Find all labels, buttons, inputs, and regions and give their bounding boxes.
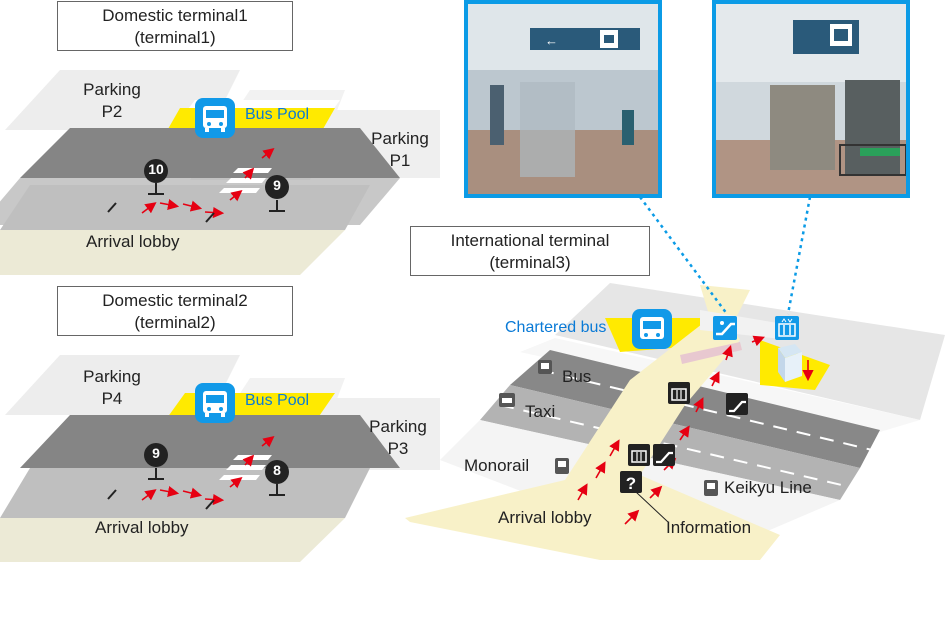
parking-label: Parking: [83, 367, 141, 386]
bus-pool-label-t1: Bus Pool: [245, 106, 310, 123]
bus-icon: [195, 98, 235, 138]
terminal2-map: [0, 355, 440, 562]
elevator-icon: [775, 316, 799, 340]
bus-stop-number: 10: [148, 161, 164, 177]
bus-pool-label-t2: Bus Pool: [245, 392, 310, 409]
bus-stop-t2-right: [265, 460, 289, 496]
bus-stop-t2-left: [144, 443, 168, 480]
parking-label: Parking: [371, 129, 429, 148]
elevator-icon: [628, 444, 650, 466]
bus-icon: [538, 360, 552, 374]
terminal3-title: International terminal (terminal3): [410, 226, 650, 276]
elevator-icon: [668, 382, 690, 404]
terminal1-title-line1: Domestic terminal1: [102, 6, 248, 25]
escalator-icon: [726, 393, 748, 415]
route-arrows-t1: [141, 148, 275, 219]
parking-p3-label: Parking P3: [358, 416, 438, 460]
information-icon: ?: [620, 471, 669, 523]
terminal3-title-line1: International terminal: [450, 231, 610, 250]
terminal3-map: ?: [405, 196, 945, 560]
parking-number: P4: [101, 389, 123, 408]
information-label: Information: [666, 518, 752, 537]
terminal1-title-line2: (terminal1): [134, 28, 216, 47]
parking-label: Parking: [83, 80, 141, 99]
escalator-icon: [653, 444, 675, 466]
parking-p4-label: Parking P4: [72, 366, 152, 410]
terminal2-title-line2: (terminal2): [134, 313, 216, 332]
terminal1-map: [0, 70, 440, 275]
bus-stop-number: 9: [273, 177, 281, 193]
arrival-lobby-label-t2: Arrival lobby: [95, 518, 189, 537]
parking-number: P3: [387, 439, 409, 458]
photo-leader-lines: [638, 196, 812, 315]
keikyu-line-label: Keikyu Line: [724, 478, 812, 497]
svg-text:←: ←: [545, 33, 558, 48]
bus-stop-t1-right: [265, 175, 289, 212]
arrival-lobby-label-t1: Arrival lobby: [86, 232, 180, 251]
bus-stop-t1-left: [144, 159, 168, 195]
photo-chartered-bus-sign-right: [712, 0, 910, 198]
bus-icon: [632, 309, 672, 349]
bus-label: Bus: [562, 367, 592, 386]
train-icon: [704, 480, 718, 496]
parking-p2-label: Parking P2: [72, 79, 152, 123]
svg-text:?: ?: [626, 474, 636, 493]
terminal2-title-line1: Domestic terminal2: [102, 291, 248, 310]
arrival-lobby-label-t3: Arrival lobby: [498, 508, 592, 527]
terminal3-title-line2: (terminal3): [489, 253, 571, 272]
parking-p1-label: Parking P1: [360, 128, 440, 172]
bus-stop-number: 9: [152, 445, 160, 461]
terminal1-title: Domestic terminal1 (terminal1): [57, 1, 293, 51]
parking-number: P2: [101, 102, 123, 121]
route-arrows-t2: [141, 436, 275, 506]
bus-stop-number: 8: [273, 462, 281, 478]
chartered-bus-label: Chartered bus: [505, 319, 607, 336]
lobby-floor: [405, 310, 780, 560]
parking-number: P1: [389, 151, 411, 170]
parking-label: Parking: [369, 417, 427, 436]
monorail-label: Monorail: [464, 456, 530, 475]
photo-chartered-bus-sign-left: ←: [464, 0, 662, 198]
monorail-icon: [555, 458, 569, 474]
taxi-icon: [499, 393, 515, 407]
taxi-label: Taxi: [525, 402, 556, 421]
terminal2-title: Domestic terminal2 (terminal2): [57, 286, 293, 336]
escalator-icon: [713, 316, 737, 340]
elevator-block: [778, 344, 802, 382]
bus-icon: [195, 383, 235, 423]
